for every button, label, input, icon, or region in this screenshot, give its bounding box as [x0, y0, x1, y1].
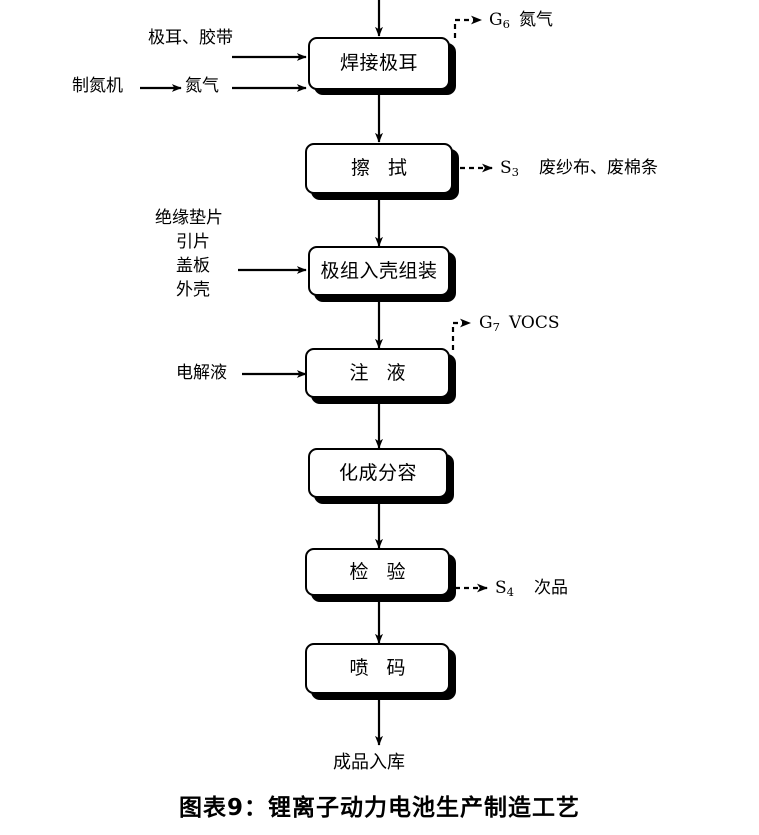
output-s3-code: S — [500, 158, 512, 178]
output-s3-text: 废纱布、废棉条 — [539, 158, 659, 178]
step-assembly-label: 极组入壳组装 — [320, 259, 438, 282]
input-label-insulating-gasket: 绝缘垫片 — [155, 208, 223, 228]
output-label-s4: S4 次品 — [495, 578, 568, 599]
input-label-lead-tab: 引片 — [176, 232, 210, 252]
output-g7-text: VOCS — [508, 313, 560, 333]
step-coding-box[interactable]: 喷 码 — [305, 643, 450, 694]
input-label-shell: 外壳 — [176, 280, 210, 300]
output-label-g7: G7 VOCS — [479, 313, 560, 334]
input-label-nitrogen-gas: 氮气 — [185, 76, 219, 96]
terminal-label-finished-goods: 成品入库 — [333, 752, 405, 773]
input-label-cover-plate: 盖板 — [176, 256, 210, 276]
input-label-nitrogen-generator: 制氮机 — [72, 76, 123, 96]
input-label-electrolyte: 电解液 — [176, 363, 227, 383]
step-assembly-box[interactable]: 极组入壳组装 — [308, 246, 450, 296]
input-label-tabs-tape: 极耳、胶带 — [148, 28, 233, 48]
output-g6-text: 氮气 — [518, 10, 553, 30]
output-label-s3: S3 废纱布、废棉条 — [500, 158, 658, 179]
step-formation-label: 化成分容 — [338, 461, 417, 484]
step-filling-box[interactable]: 注 液 — [305, 348, 450, 398]
step-formation-box[interactable]: 化成分容 — [308, 448, 448, 498]
output-g7-subscript: 7 — [492, 320, 500, 334]
step-inspect-box[interactable]: 检 验 — [305, 548, 450, 596]
output-s3-subscript: 3 — [511, 165, 520, 179]
output-label-g6: G6 氮气 — [489, 10, 553, 31]
step-filling-label: 注 液 — [349, 361, 412, 384]
output-s4-subscript: 4 — [506, 585, 515, 599]
figure-caption: 图表9：锂离子动力电池生产制造工艺 — [178, 795, 580, 821]
output-g7-code: G — [479, 313, 493, 333]
output-g6-subscript: 6 — [502, 17, 510, 31]
output-s4-text: 次品 — [534, 578, 569, 598]
step-wiping-box[interactable]: 擦 拭 — [305, 143, 453, 194]
step-coding-label: 喷 码 — [349, 657, 412, 679]
step-welding-label: 焊接极耳 — [339, 52, 418, 74]
output-s4-code: S — [495, 578, 507, 598]
step-wiping-label: 擦 拭 — [350, 157, 414, 179]
step-welding-box[interactable]: 焊接极耳 — [308, 37, 450, 90]
step-inspect-label: 检 验 — [349, 560, 412, 583]
output-g6-code: G — [489, 10, 503, 30]
